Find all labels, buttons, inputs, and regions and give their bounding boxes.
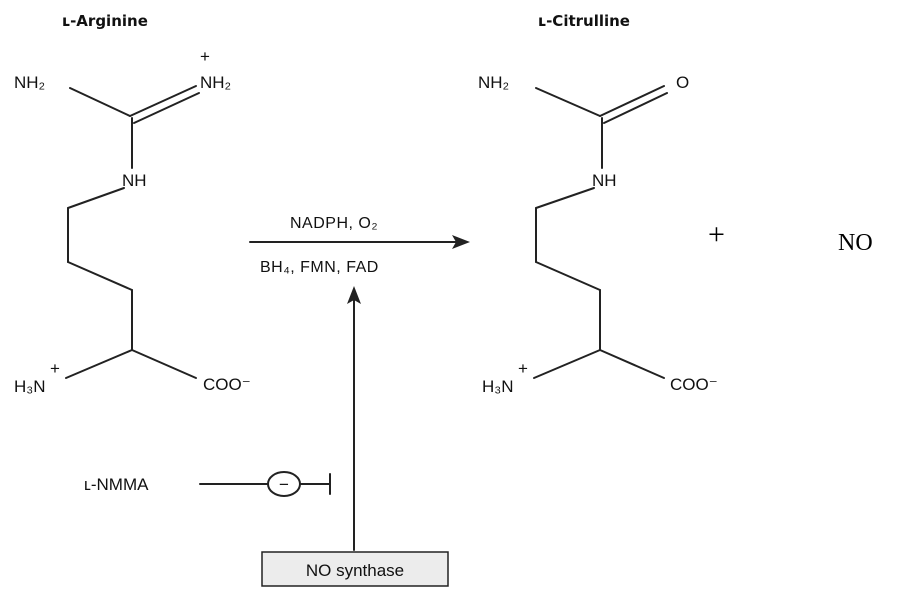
- l-arginine-title: ʟ-Arginine: [62, 12, 148, 30]
- arginine-nh2-left: NH₂: [14, 73, 45, 92]
- citrulline-double-bond-a: [599, 85, 665, 117]
- citrulline-h3n: H₃N: [482, 377, 513, 396]
- citrulline-o: O: [676, 73, 689, 92]
- citrulline-chain-3: [535, 261, 601, 291]
- arginine-h3n: H₃N: [14, 377, 45, 396]
- reaction-arrow-head: [452, 235, 470, 249]
- inhibition-symbol: −: [279, 475, 289, 494]
- arginine-bond-ca-coo: [131, 349, 197, 379]
- inhibitor-label: ʟ-NMMA: [84, 475, 149, 494]
- inhibitor-group: ʟ-NMMA −: [84, 471, 331, 497]
- condition-above-arrow: NADPH, O₂: [290, 215, 378, 232]
- arginine-coo: COO⁻: [203, 375, 251, 394]
- citrulline-nh2: NH₂: [478, 73, 509, 92]
- citrulline-nh: NH: [592, 171, 617, 190]
- citrulline-bond-ca-n: [533, 349, 601, 379]
- arginine-plus-charge: +: [200, 47, 210, 66]
- citrulline-bond-nh2-c: [535, 87, 601, 117]
- arginine-chain-3: [67, 261, 133, 291]
- arginine-h3n-charge: +: [50, 359, 60, 378]
- citrulline-double-bond-b: [603, 92, 668, 124]
- enzyme-arrow-head: [347, 286, 361, 304]
- reaction-arrow-group: NADPH, O₂ BH₄, FMN, FAD: [249, 215, 470, 276]
- citrulline-bond-ca-coo: [599, 349, 665, 379]
- plus-sign: +: [708, 218, 725, 251]
- arginine-double-bond-b: [133, 92, 200, 124]
- enzyme-arrow-group: NO synthase: [261, 286, 449, 587]
- condition-below-arrow: BH₄, FMN, FAD: [260, 259, 379, 276]
- arginine-bond-ca-n: [65, 349, 133, 379]
- l-arginine-structure: ʟ-Arginine NH₂ + NH₂ NH H₃N + COO⁻: [14, 12, 251, 396]
- enzyme-label: NO synthase: [306, 561, 404, 580]
- l-citrulline-title: ʟ-Citrulline: [538, 12, 630, 30]
- citrulline-h3n-charge: +: [518, 359, 528, 378]
- enzyme-box: [261, 551, 449, 587]
- nitric-oxide-product: NO: [838, 230, 873, 256]
- arginine-bond-nh2-c: [69, 87, 131, 117]
- citrulline-chain-1: [535, 187, 595, 209]
- l-citrulline-structure: ʟ-Citrulline NH₂ O NH H₃N + COO⁻: [478, 12, 718, 396]
- arginine-chain-1: [67, 187, 125, 209]
- arginine-nh2-right: NH₂: [200, 73, 231, 92]
- arginine-double-bond-a: [129, 85, 197, 117]
- arginine-nh: NH: [122, 171, 147, 190]
- citrulline-coo: COO⁻: [670, 375, 718, 394]
